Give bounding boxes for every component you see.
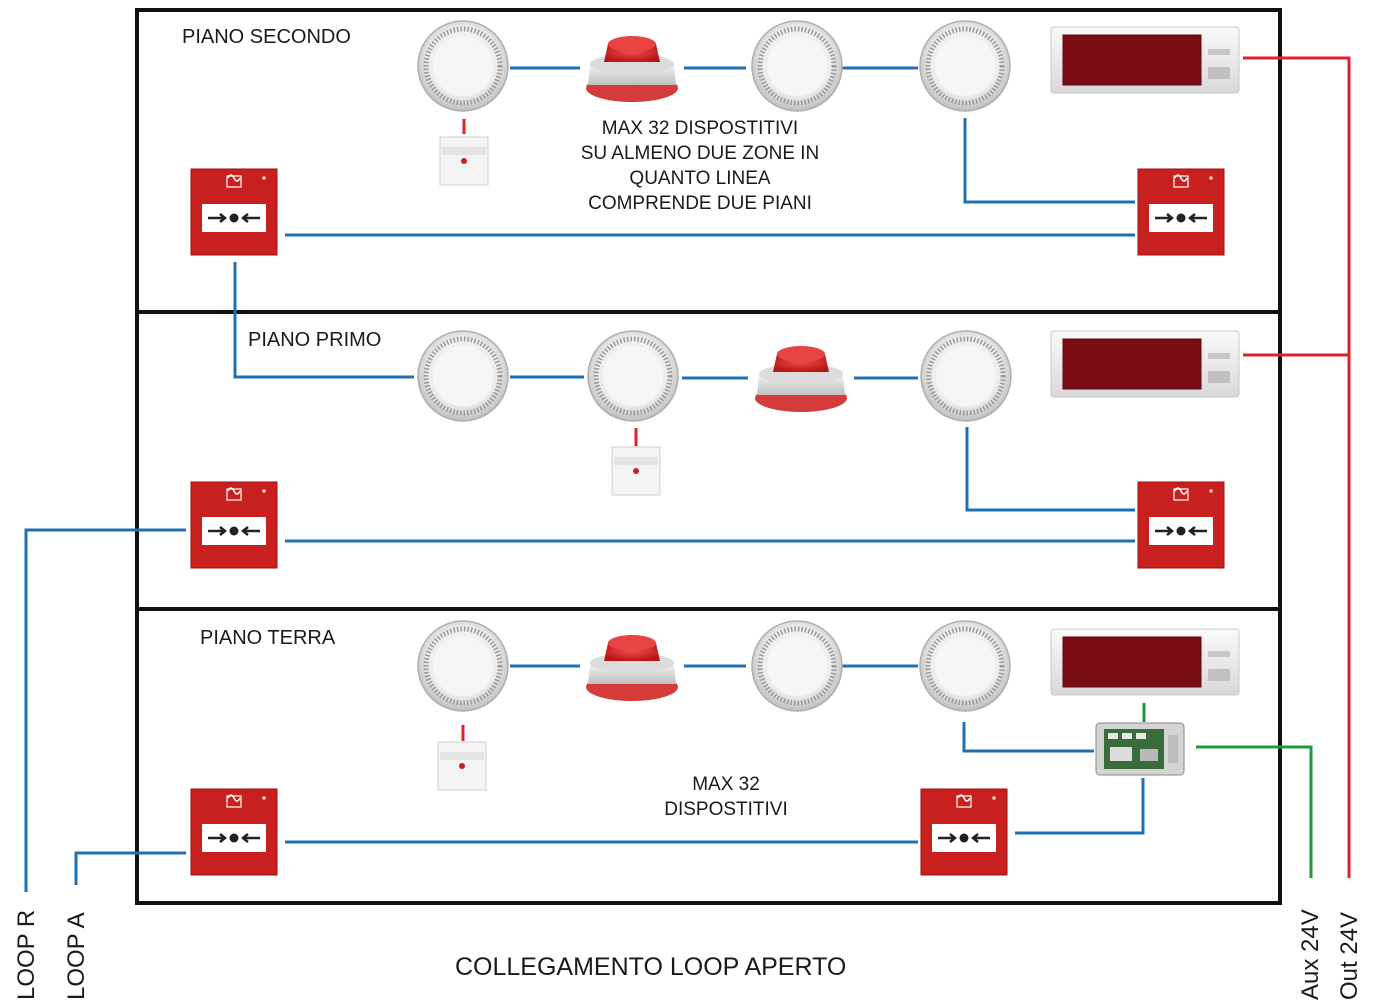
note-top-line: QUANTO LINEA: [629, 168, 771, 189]
smoke-detector-icon: [418, 21, 508, 111]
note-bottom: MAX 32 DISPOSTITIVI: [626, 772, 826, 822]
smoke-detector-icon: [920, 621, 1010, 711]
building-outline: [135, 8, 1282, 905]
smoke-detector-icon: [921, 331, 1011, 421]
smoke-detector-icon: [418, 331, 508, 421]
aux-24v-label: Aux 24V: [1297, 909, 1324, 1000]
repeater-panel-icon: [1050, 330, 1240, 398]
loop-wiring: [24, 66, 1145, 892]
smoke-detector-icon: [418, 621, 508, 711]
loop-a-label: LOOP A: [63, 912, 90, 1000]
note-bottom-line: MAX 32: [692, 774, 760, 795]
loop-r-label: LOOP R: [13, 909, 40, 1000]
remote-indicator-icon: [437, 741, 487, 791]
remote-indicator-icon: [611, 446, 661, 496]
manual-call-point-icon: [189, 480, 279, 570]
floor-title-ground: PIANO TERRA: [200, 627, 336, 649]
manual-call-point-icon: [919, 787, 1009, 877]
smoke-detector-icon: [920, 21, 1010, 111]
smoke-detector-icon: [752, 621, 842, 711]
diagram-caption: COLLEGAMENTO LOOP APERTO: [455, 953, 847, 981]
manual-call-point-icon: [1136, 167, 1226, 257]
note-bottom-line: DISPOSTITIVI: [664, 799, 788, 820]
out-24v-label: Out 24V: [1336, 911, 1363, 1000]
aux-wiring: [1142, 703, 1313, 878]
note-top-line: COMPRENDE DUE PIANI: [588, 193, 812, 214]
power-wiring: [461, 56, 1351, 878]
manual-call-point-icon: [189, 167, 279, 257]
floor-title-first: PIANO PRIMO: [248, 329, 382, 351]
repeater-panel-icon: [1050, 628, 1240, 696]
sounder-beacon-icon: [755, 346, 847, 412]
smoke-detector-icon: [752, 21, 842, 111]
power-module-icon: [1095, 722, 1185, 776]
sounder-beacon-icon: [586, 635, 678, 701]
manual-call-point-icon: [1136, 480, 1226, 570]
sounder-beacon-icon: [586, 36, 678, 102]
manual-call-point-icon: [189, 787, 279, 877]
note-top-line: MAX 32 DISPOSTITIVI: [601, 118, 799, 139]
note-top: MAX 32 DISPOSTITIVI SU ALMENO DUE ZONE I…: [548, 116, 852, 216]
repeater-panel-icon: [1050, 26, 1240, 94]
note-top-line: SU ALMENO DUE ZONE IN: [580, 143, 820, 164]
smoke-detector-icon: [588, 331, 678, 421]
floor-title-second: PIANO SECONDO: [182, 26, 351, 48]
remote-indicator-icon: [439, 136, 489, 186]
